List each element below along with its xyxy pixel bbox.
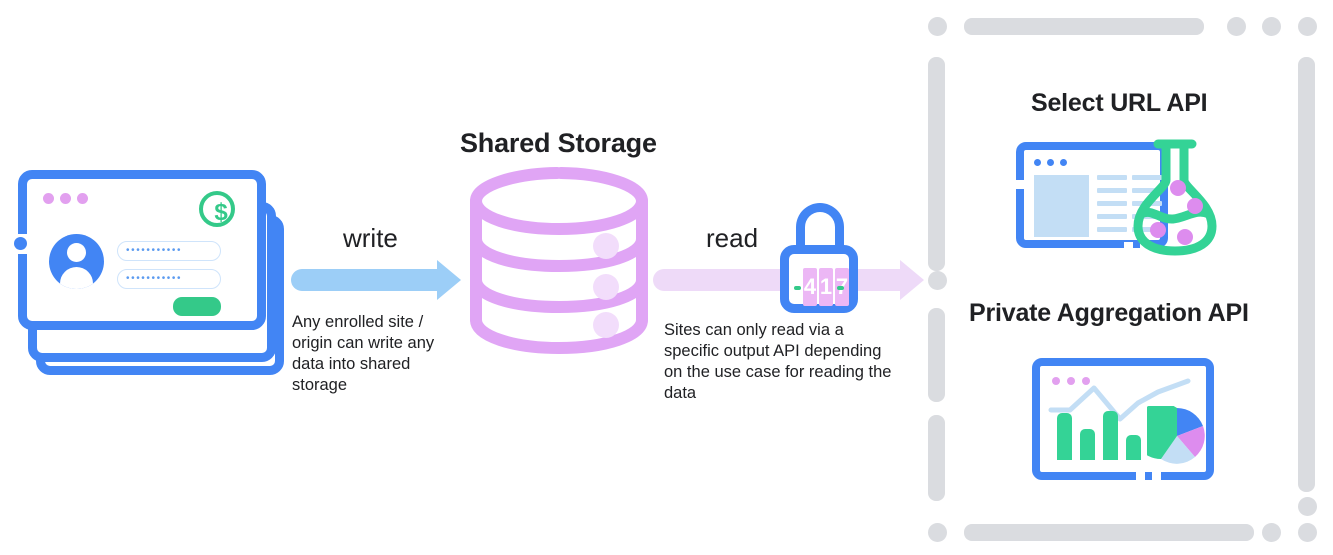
lock-dial-1[interactable]: 4 bbox=[803, 268, 817, 306]
avatar bbox=[49, 234, 104, 289]
content-line-1 bbox=[1097, 175, 1127, 180]
bar-1 bbox=[1057, 413, 1072, 460]
avatar-head bbox=[67, 243, 86, 262]
write-label: write bbox=[343, 223, 398, 253]
frame-bottom-dot-1 bbox=[928, 523, 947, 542]
frame-top-dot-2 bbox=[1227, 17, 1246, 36]
content-line-3 bbox=[1097, 188, 1127, 193]
bar-2 bbox=[1080, 429, 1095, 460]
chart-window-frame bbox=[1032, 358, 1214, 480]
window-border-gap-left bbox=[1014, 180, 1026, 189]
lock-body: 4 1 7 bbox=[780, 245, 858, 313]
write-caption: Any enrolled site / origin can write any… bbox=[292, 313, 435, 394]
content-line-10 bbox=[1132, 227, 1162, 232]
write-arrow-shaft bbox=[291, 269, 438, 291]
chart-window-dot-2 bbox=[1067, 377, 1075, 385]
bar-3 bbox=[1103, 411, 1118, 460]
content-line-7 bbox=[1097, 214, 1127, 219]
username-field[interactable]: ••••••••••• bbox=[117, 241, 221, 261]
chart-window-dot-1 bbox=[1052, 377, 1060, 385]
frame-top-dot-3 bbox=[1262, 17, 1281, 36]
pie-chart bbox=[1147, 406, 1205, 464]
dollar-icon: $ bbox=[199, 191, 235, 227]
submit-button[interactable] bbox=[173, 297, 221, 316]
line-chart bbox=[1048, 378, 1191, 422]
chart-border-gap-2 bbox=[1152, 472, 1161, 484]
shared-storage-cylinder bbox=[466, 163, 652, 358]
bar-4 bbox=[1126, 435, 1141, 460]
frame-bottom-dot-2 bbox=[1262, 523, 1281, 542]
lock-shackle bbox=[796, 203, 844, 249]
content-line-2 bbox=[1132, 175, 1162, 180]
flask-icon bbox=[1133, 139, 1217, 256]
read-caption: Sites can only read via a specific outpu… bbox=[664, 321, 892, 402]
login-card-front: $ ••••••••••• ••••••••••• bbox=[18, 170, 266, 330]
frame-left-dash-3 bbox=[928, 415, 945, 501]
browser-dot-1 bbox=[1034, 159, 1041, 166]
chart-border-gap-1 bbox=[1136, 472, 1145, 484]
frame-bottom-dot-3 bbox=[1298, 523, 1317, 542]
frame-top-dot-1 bbox=[928, 17, 947, 36]
cylinder-svg bbox=[469, 167, 649, 355]
lock-icon: 4 1 7 bbox=[780, 203, 870, 315]
frame-bottom-dash bbox=[964, 524, 1254, 541]
lock-dial-2[interactable]: 1 bbox=[819, 268, 833, 306]
password-field[interactable]: ••••••••••• bbox=[117, 269, 221, 289]
window-dot-2 bbox=[60, 193, 71, 204]
shared-storage-title: Shared Storage bbox=[460, 128, 657, 158]
window-dot-1 bbox=[43, 193, 54, 204]
browser-dot-2 bbox=[1047, 159, 1054, 166]
frame-left-dash-2 bbox=[928, 308, 945, 402]
read-arrow-head bbox=[900, 260, 924, 300]
lock-dash-left bbox=[794, 286, 801, 290]
frame-right-dash-1 bbox=[1298, 57, 1315, 492]
window-border-gap-bottom-2 bbox=[1140, 242, 1149, 254]
browser-dot-3 bbox=[1060, 159, 1067, 166]
private-aggregation-api-icon bbox=[1032, 358, 1214, 484]
card-edge-dot bbox=[14, 237, 27, 250]
dollar-glyph: $ bbox=[214, 199, 228, 226]
write-arrow-head bbox=[437, 260, 461, 300]
avatar-body bbox=[60, 267, 93, 289]
frame-top-dash bbox=[964, 18, 1204, 35]
chart-window-dot-3 bbox=[1082, 377, 1090, 385]
frame-right-dot-1 bbox=[1298, 497, 1317, 516]
read-label: read bbox=[706, 223, 759, 253]
select-url-api-icon bbox=[1014, 138, 1228, 256]
frame-left-dot-1 bbox=[928, 271, 947, 290]
content-line-9 bbox=[1097, 227, 1127, 232]
window-border-gap-bottom-1 bbox=[1124, 242, 1133, 254]
private-aggregation-api-title: Private Aggregation API bbox=[969, 299, 1249, 327]
frame-left-dash-1 bbox=[928, 57, 945, 271]
content-line-5 bbox=[1097, 201, 1127, 206]
lock-dash-right bbox=[837, 286, 844, 290]
frame-top-dot-4 bbox=[1298, 17, 1317, 36]
content-line-4 bbox=[1132, 188, 1162, 193]
content-block bbox=[1034, 175, 1089, 237]
select-url-api-title: Select URL API bbox=[1031, 89, 1208, 117]
window-dot-3 bbox=[77, 193, 88, 204]
